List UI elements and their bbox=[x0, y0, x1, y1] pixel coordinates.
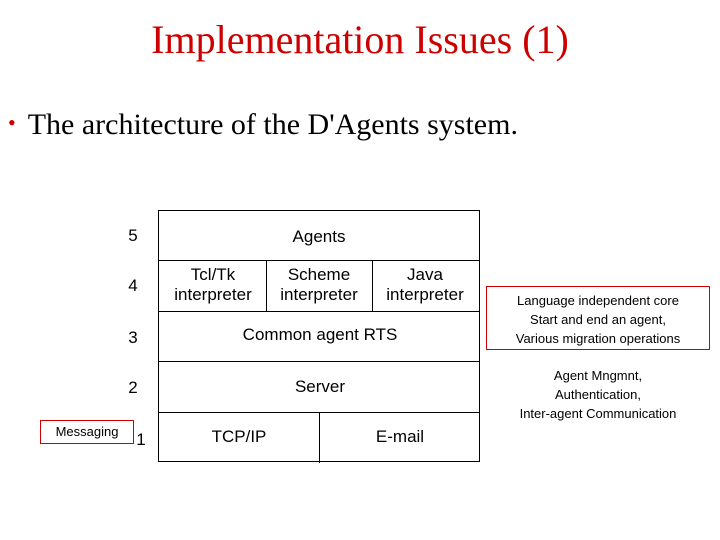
layer-tcltk-interpreter: Tcl/Tk interpreter bbox=[174, 265, 252, 304]
core-box-line: Various migration operations bbox=[515, 331, 681, 346]
bullet-text: The architecture of the D'Agents system. bbox=[27, 108, 518, 141]
layer-email: E-mail bbox=[375, 427, 425, 446]
server-note: Agent Mngmnt, Authentication, Inter-agen… bbox=[486, 366, 710, 423]
layer-divider bbox=[159, 260, 479, 261]
layer-divider bbox=[159, 361, 479, 362]
server-note-line: Authentication, bbox=[554, 387, 641, 402]
cell-divider bbox=[266, 260, 267, 311]
layer-server: Server bbox=[294, 377, 346, 396]
core-box-line: Start and end an agent, bbox=[530, 312, 666, 327]
layer-number-3: 3 bbox=[128, 328, 138, 347]
layer-number-5: 5 bbox=[128, 226, 138, 245]
layer-java-interpreter: Java interpreter bbox=[386, 265, 464, 304]
layer-agents: Agents bbox=[292, 227, 346, 246]
slide-title: Implementation Issues (1) bbox=[151, 17, 569, 62]
server-note-line: Agent Mngmnt, bbox=[553, 368, 643, 383]
layer-tcpip: TCP/IP bbox=[211, 427, 267, 446]
server-note-line: Inter-agent Communication bbox=[519, 406, 677, 421]
layer-scheme-interpreter: Scheme interpreter bbox=[280, 265, 358, 304]
layer-number-4: 4 bbox=[128, 276, 138, 295]
cell-divider bbox=[319, 412, 320, 463]
layer-number-1: 1 bbox=[136, 430, 146, 449]
core-box-line: Language independent core bbox=[517, 293, 679, 308]
bullet-item: • The architecture of the D'Agents system… bbox=[8, 108, 518, 142]
layer-number-2: 2 bbox=[128, 378, 138, 397]
architecture-diagram: Agents Tcl/Tk interpreter Scheme interpr… bbox=[158, 210, 480, 463]
bullet-dot-icon: • bbox=[8, 110, 16, 135]
language-core-box: Language independent core Start and end … bbox=[486, 286, 710, 350]
messaging-label: Messaging bbox=[40, 420, 134, 444]
cell-divider bbox=[372, 260, 373, 311]
layer-common-agent-rts: Common agent RTS bbox=[242, 325, 398, 344]
layer-divider bbox=[159, 311, 479, 312]
